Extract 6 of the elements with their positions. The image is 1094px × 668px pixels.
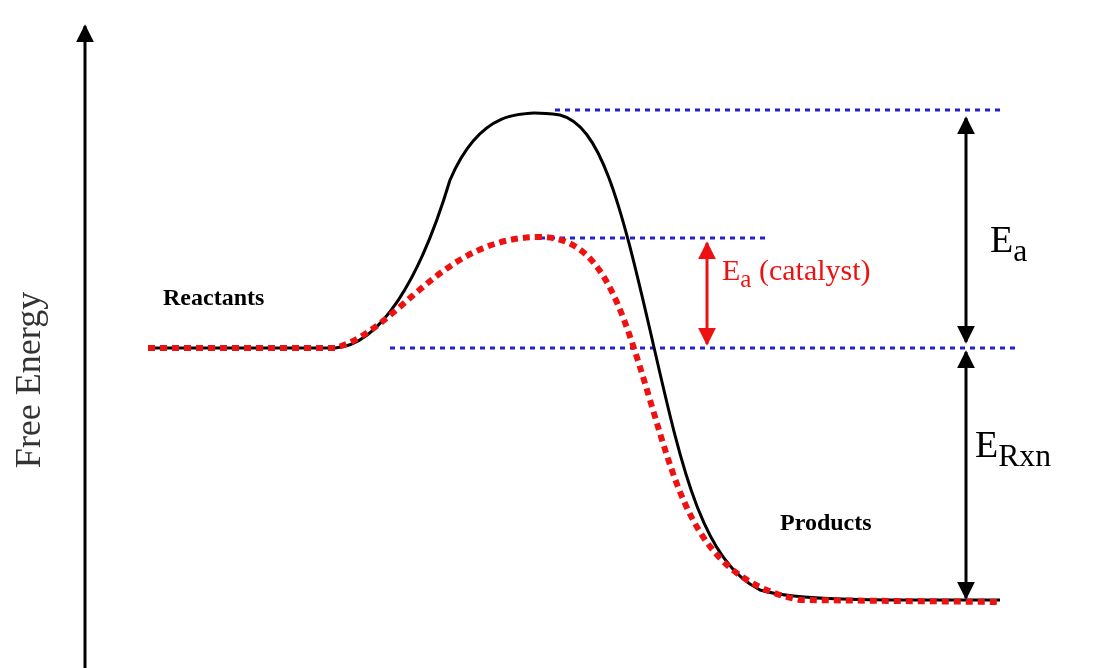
energy-label: E$_{a}$ (990, 220, 1028, 267)
curve-label: Products (780, 510, 872, 534)
axis-label: Free Energy (10, 291, 47, 469)
energy-label: E$_{a}$ (catalyst) (722, 255, 871, 291)
curve-label: Reactants (163, 285, 265, 309)
energy-label: E$_{Rxn}$ (975, 425, 1051, 472)
